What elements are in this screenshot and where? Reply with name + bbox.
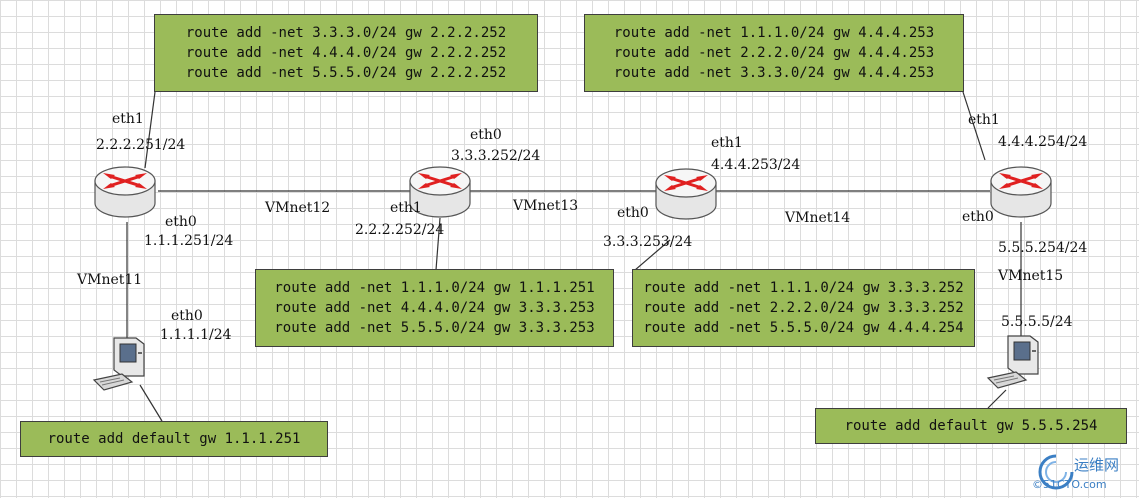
callout-line-bottom-left — [139, 384, 163, 422]
desktop-computer-icon — [92, 337, 145, 391]
router1-eth0-ip: 1.1.1.251/24 — [144, 233, 234, 249]
router3-eth1-label: eth1 — [711, 135, 743, 151]
route-line: route add -net 5.5.5.0/24 gw 2.2.2.252 — [185, 65, 507, 81]
route-line: route add -net 4.4.4.0/24 gw 2.2.2.252 — [185, 45, 507, 61]
vmnet15-label: VMnet15 — [998, 268, 1064, 284]
route-box-top-left: route add -net 3.3.3.0/24 gw 2.2.2.252 r… — [154, 14, 538, 92]
callout-line-mid-left — [435, 217, 441, 271]
router1-eth0-label: eth0 — [165, 214, 197, 230]
router4-eth1-label: eth1 — [968, 112, 1000, 128]
router-icon — [990, 166, 1052, 218]
router3-eth0-ip: 3.3.3.253/24 — [603, 234, 693, 250]
router-icon — [409, 166, 471, 218]
route-line: route add -net 2.2.2.0/24 gw 4.4.4.253 — [613, 45, 935, 61]
pc1-ip: 1.1.1.1/24 — [160, 327, 232, 343]
route-line: route add -net 3.3.3.0/24 gw 4.4.4.253 — [613, 65, 935, 81]
route-line: route add -net 1.1.1.0/24 gw 4.4.4.253 — [613, 25, 935, 41]
watermark-domain: ©51CTO.com — [1032, 478, 1107, 491]
route-line: route add -net 3.3.3.0/24 gw 2.2.2.252 — [185, 25, 507, 41]
router3-eth1-ip: 4.4.4.253/24 — [711, 157, 801, 173]
watermark-brand: 运维网 — [1074, 456, 1120, 474]
route-line: route add -net 1.1.1.0/24 gw 1.1.1.251 — [274, 280, 595, 296]
callout-line-top-left — [144, 91, 156, 169]
vmnet14-label: VMnet14 — [785, 210, 851, 226]
desktop-computer-icon — [986, 335, 1039, 389]
router1-eth1-ip: 2.2.2.251/24 — [96, 137, 186, 153]
router-icon — [94, 166, 156, 218]
callout-line-top-right — [962, 91, 986, 161]
pc2-ip: 5.5.5.5/24 — [1001, 314, 1073, 330]
vmnet13-label: VMnet13 — [513, 198, 579, 214]
router4-eth0-label: eth0 — [962, 209, 994, 225]
route-line: route add default gw 1.1.1.251 — [47, 431, 301, 447]
router2-eth1-label: eth1 — [390, 200, 422, 216]
callout-line-mid-right — [634, 239, 671, 271]
router2-eth0-label: eth0 — [470, 127, 502, 143]
router1-eth1-label: eth1 — [112, 111, 144, 127]
router3-eth0-label: eth0 — [617, 205, 649, 221]
route-line: route add -net 5.5.5.0/24 gw 4.4.4.254 — [643, 320, 964, 336]
route-box-mid-right: route add -net 1.1.1.0/24 gw 3.3.3.252 r… — [632, 269, 975, 347]
vmnet11-label: VMnet11 — [77, 272, 143, 288]
watermark-logo-icon — [1038, 454, 1074, 490]
route-box-top-right: route add -net 1.1.1.0/24 gw 4.4.4.253 r… — [584, 14, 964, 92]
route-box-bottom-right: route add default gw 5.5.5.254 — [815, 408, 1127, 444]
route-line: route add default gw 5.5.5.254 — [844, 418, 1098, 434]
route-line: route add -net 4.4.4.0/24 gw 3.3.3.253 — [274, 300, 595, 316]
router4-eth1-ip: 4.4.4.254/24 — [998, 134, 1088, 150]
route-box-mid-left: route add -net 1.1.1.0/24 gw 1.1.1.251 r… — [255, 269, 614, 347]
route-line: route add -net 2.2.2.0/24 gw 3.3.3.252 — [643, 300, 964, 316]
route-line: route add -net 5.5.5.0/24 gw 3.3.3.253 — [274, 320, 595, 336]
vmnet12-label: VMnet12 — [265, 200, 331, 216]
pc1-eth0-label: eth0 — [171, 308, 203, 324]
router2-eth1-ip: 2.2.2.252/24 — [355, 222, 445, 238]
route-line: route add -net 1.1.1.0/24 gw 3.3.3.252 — [643, 280, 964, 296]
callout-line-bottom-right — [987, 389, 1007, 409]
router2-eth0-ip: 3.3.3.252/24 — [451, 148, 541, 164]
router4-eth0-ip: 5.5.5.254/24 — [998, 240, 1088, 256]
route-box-bottom-left: route add default gw 1.1.1.251 — [20, 421, 328, 457]
router-icon — [655, 168, 717, 220]
watermark: 运维网 ©51CTO.com — [1030, 450, 1135, 496]
